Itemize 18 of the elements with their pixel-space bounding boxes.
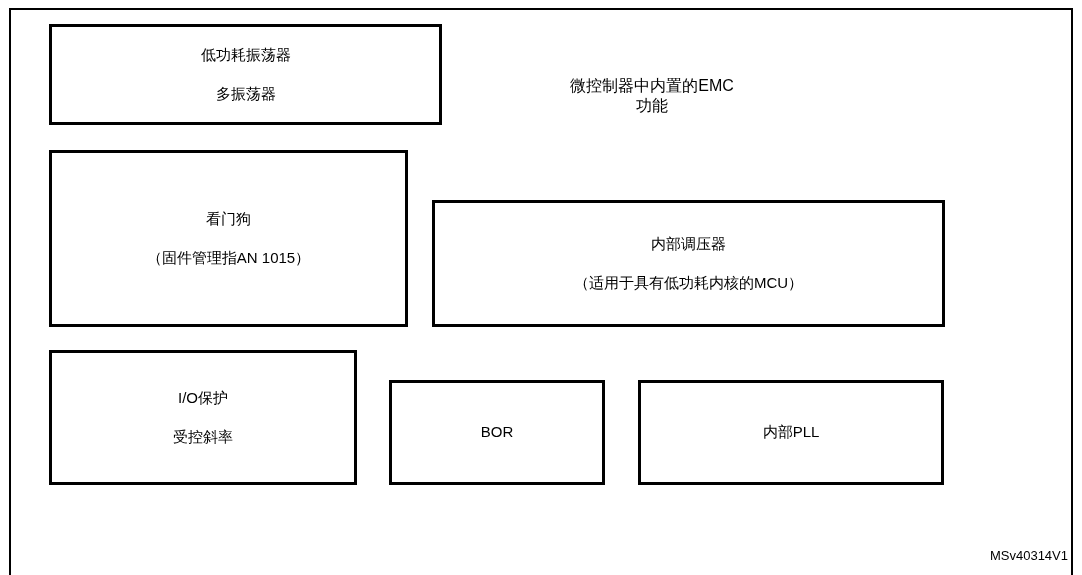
box-text: 低功耗振荡器 (200, 45, 291, 65)
box-text: 多振荡器 (215, 83, 276, 104)
figure-id: MSv40314V1 (988, 547, 1068, 565)
box-text: （固件管理指AN 1015） (146, 247, 311, 268)
box-text: 内部调压器 (651, 234, 726, 254)
box-text: （适用于具有低功耗内核的MCU） (573, 272, 804, 293)
box-text: I/O保护 (178, 388, 228, 408)
box-text: 看门狗 (206, 209, 251, 229)
feature-box (432, 200, 945, 327)
box-text: BOR (480, 422, 514, 443)
feature-box (49, 24, 442, 125)
box-text: 受控斜率 (173, 426, 233, 447)
feature-box (49, 350, 357, 485)
feature-box (638, 380, 944, 485)
box-text: 内部PLL (762, 422, 820, 443)
feature-box (49, 150, 408, 327)
heading-text: 微控制器中内置的EMC功能 (569, 76, 735, 116)
feature-box (389, 380, 605, 485)
